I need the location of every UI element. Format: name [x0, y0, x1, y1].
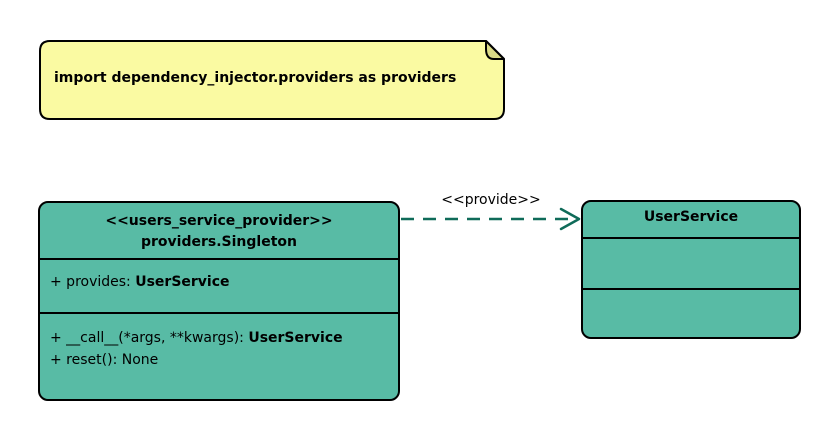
userservice-class-name: UserService — [643, 209, 739, 225]
import-note-text: import dependency_injector.providers as … — [54, 70, 457, 86]
singleton-class-name: providers.Singleton — [141, 234, 297, 250]
method-call: + __call__(*args, **kwargs): UserService — [50, 330, 343, 346]
singleton-attributes-compartment: + provides: UserService — [40, 258, 398, 312]
singleton-class-header: <<users_service_provider>> providers.Sin… — [40, 203, 398, 258]
singleton-methods-compartment: + __call__(*args, **kwargs): UserService… — [40, 312, 398, 399]
provide-relation-label: <<provide>> — [441, 192, 541, 208]
provide-arrow-head-icon — [559, 207, 581, 231]
singleton-stereotype: <<users_service_provider>> — [105, 213, 333, 229]
method-reset: + reset(): None — [50, 352, 159, 368]
userservice-class-header: UserService — [583, 202, 799, 237]
userservice-methods-compartment — [583, 288, 799, 337]
userservice-class-box: UserService — [581, 200, 801, 339]
method-call-return-type: UserService — [248, 330, 343, 346]
singleton-class-box: <<users_service_provider>> providers.Sin… — [38, 201, 400, 401]
userservice-attributes-compartment — [583, 237, 799, 288]
attribute-provides: + provides: UserService — [50, 274, 230, 290]
attribute-provides-type: UserService — [135, 274, 230, 290]
